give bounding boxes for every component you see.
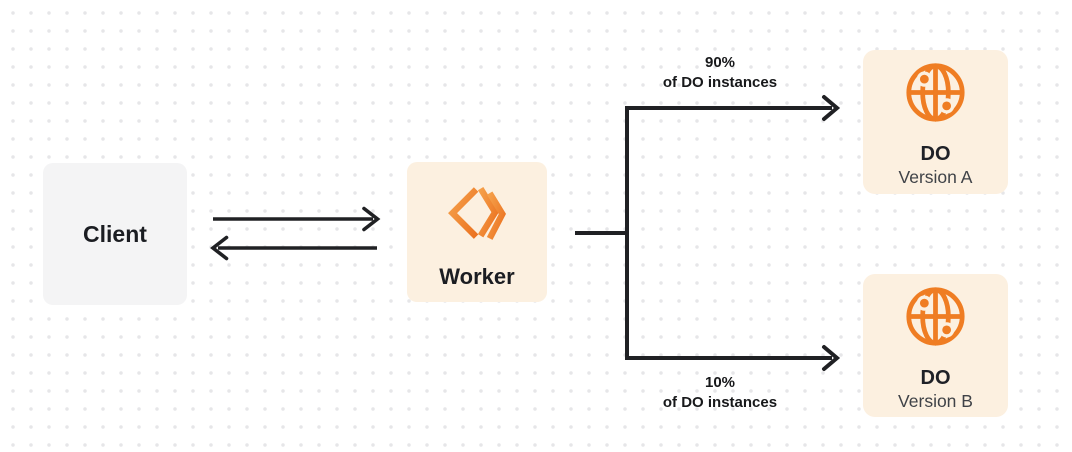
split-branches xyxy=(625,106,832,360)
do-b-subtitle: Version B xyxy=(898,391,973,411)
arrowhead-do-b xyxy=(822,345,841,371)
request-arrow xyxy=(213,206,381,232)
edge-label-10-percent: 10% of DO instances xyxy=(610,373,830,413)
edge-label-90-percent-caption: of DO instances xyxy=(662,74,778,91)
do-version-b-node: DO Version B xyxy=(863,274,1008,417)
do-a-title: DO xyxy=(920,143,951,165)
worker-node: Worker xyxy=(407,162,547,302)
worker-label: Worker xyxy=(439,264,515,289)
edge-label-90-percent: 90% of DO instances xyxy=(610,53,830,93)
arrowhead-do-a xyxy=(822,95,841,121)
durable-object-globe-icon xyxy=(906,63,965,122)
edge-label-10-percent-value: 10% xyxy=(704,374,736,391)
do-a-subtitle: Version A xyxy=(898,167,973,187)
do-b-title: DO xyxy=(920,367,951,389)
do-version-a-node: DO Version A xyxy=(863,50,1008,194)
worker-icon xyxy=(448,186,506,240)
client-node: Client xyxy=(43,163,187,305)
edge-label-10-percent-caption: of DO instances xyxy=(662,394,778,411)
split-connector xyxy=(575,95,841,371)
client-label: Client xyxy=(83,220,147,247)
durable-object-globe-icon xyxy=(906,287,965,346)
edge-label-90-percent-value: 90% xyxy=(704,54,736,71)
response-arrow xyxy=(210,235,377,261)
